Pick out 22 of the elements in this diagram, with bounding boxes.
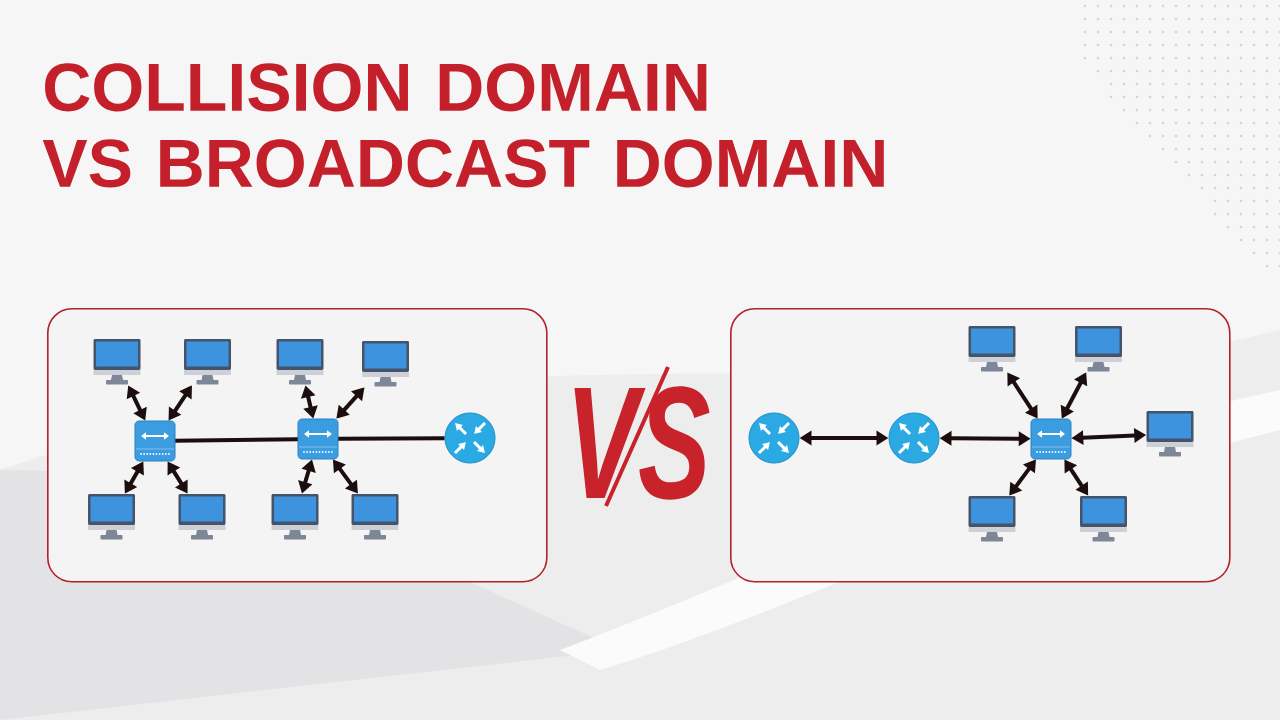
router-icon	[444, 412, 496, 464]
computer-icon	[1075, 326, 1122, 372]
computer-icon	[276, 339, 324, 385]
network-switch-icon	[134, 420, 176, 462]
network-switch-icon	[1030, 418, 1072, 460]
connecting-line	[338, 436, 445, 441]
computer-icon	[93, 339, 141, 385]
computer-icon	[178, 494, 226, 540]
router-icon	[888, 412, 940, 464]
network-switch-icon	[297, 418, 339, 460]
computer-icon	[362, 341, 409, 387]
computer-icon	[968, 496, 1016, 542]
computer-icon	[351, 494, 399, 540]
computer-icon	[1146, 411, 1194, 457]
computer-icon	[1080, 496, 1127, 542]
computer-icon	[968, 326, 1016, 372]
computer-icon	[88, 494, 135, 540]
title: COLLISION DOMAIN VS BROADCAST DOMAIN	[42, 63, 884, 188]
computer-icon	[184, 339, 231, 385]
computer-icon	[271, 494, 319, 540]
router-icon	[748, 412, 800, 464]
connecting-line	[175, 437, 298, 443]
